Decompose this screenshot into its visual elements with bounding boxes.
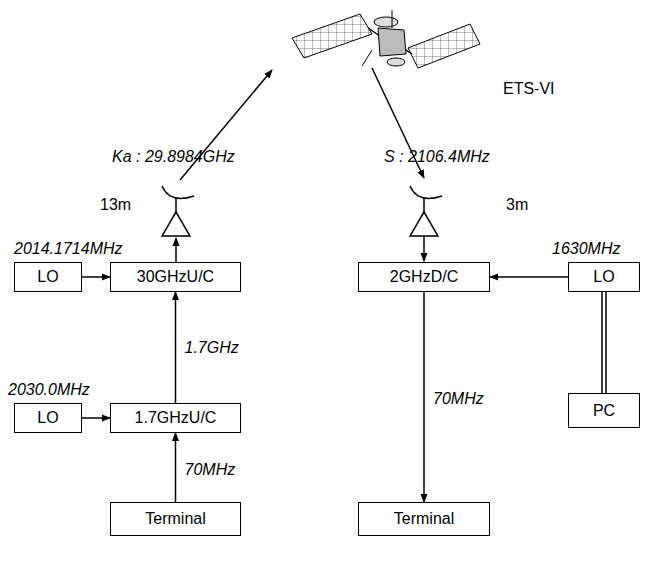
box-text: LO xyxy=(593,268,614,286)
box-text: 2GHzD/C xyxy=(390,268,458,286)
signal-connector xyxy=(82,277,110,278)
block-box: Terminal xyxy=(358,502,490,536)
antenna-symbol xyxy=(162,186,194,236)
box-text: PC xyxy=(593,402,615,420)
block-box: LO xyxy=(568,262,640,292)
signal-connector xyxy=(82,418,110,419)
satellite xyxy=(292,10,480,68)
antenna-symbol xyxy=(410,186,442,236)
frequency-label: ETS-VI xyxy=(503,80,555,98)
edge-label: 70MHz xyxy=(184,461,237,479)
block-box: PC xyxy=(568,393,640,428)
frequency-label: Ka : 29.8984GHz xyxy=(112,148,235,166)
frequency-label: 13m xyxy=(100,196,131,214)
block-box: LO xyxy=(14,403,82,433)
block-box: 2GHzD/C xyxy=(358,262,490,292)
frequency-label: 1630MHz xyxy=(552,240,620,258)
signal-connector xyxy=(602,292,606,393)
block-box: 30GHzU/C xyxy=(110,262,241,292)
signal-connector xyxy=(490,277,568,278)
block-box: LO xyxy=(14,262,82,292)
edge-label: 70MHz xyxy=(432,390,485,408)
block-box: 1.7GHzU/C xyxy=(110,403,241,433)
frequency-label: 2030.0MHz xyxy=(8,381,90,399)
box-text: 1.7GHzU/C xyxy=(135,409,217,427)
frequency-label: 2014.1714MHz xyxy=(14,240,123,258)
block-box: Terminal xyxy=(110,502,241,536)
signal-connector xyxy=(175,292,176,403)
box-text: LO xyxy=(37,268,58,286)
box-text: Terminal xyxy=(145,510,205,528)
box-text: Terminal xyxy=(394,510,454,528)
frequency-label: S : 2106.4MHz xyxy=(384,148,490,166)
feed-arrow xyxy=(175,238,177,262)
signal-connector xyxy=(424,292,425,502)
edge-label: 1.7GHz xyxy=(184,339,240,357)
box-text: LO xyxy=(37,409,58,427)
feed-arrow xyxy=(423,236,425,261)
box-text: 30GHzU/C xyxy=(137,268,214,286)
signal-connector xyxy=(175,433,176,502)
frequency-label: 3m xyxy=(506,196,528,214)
